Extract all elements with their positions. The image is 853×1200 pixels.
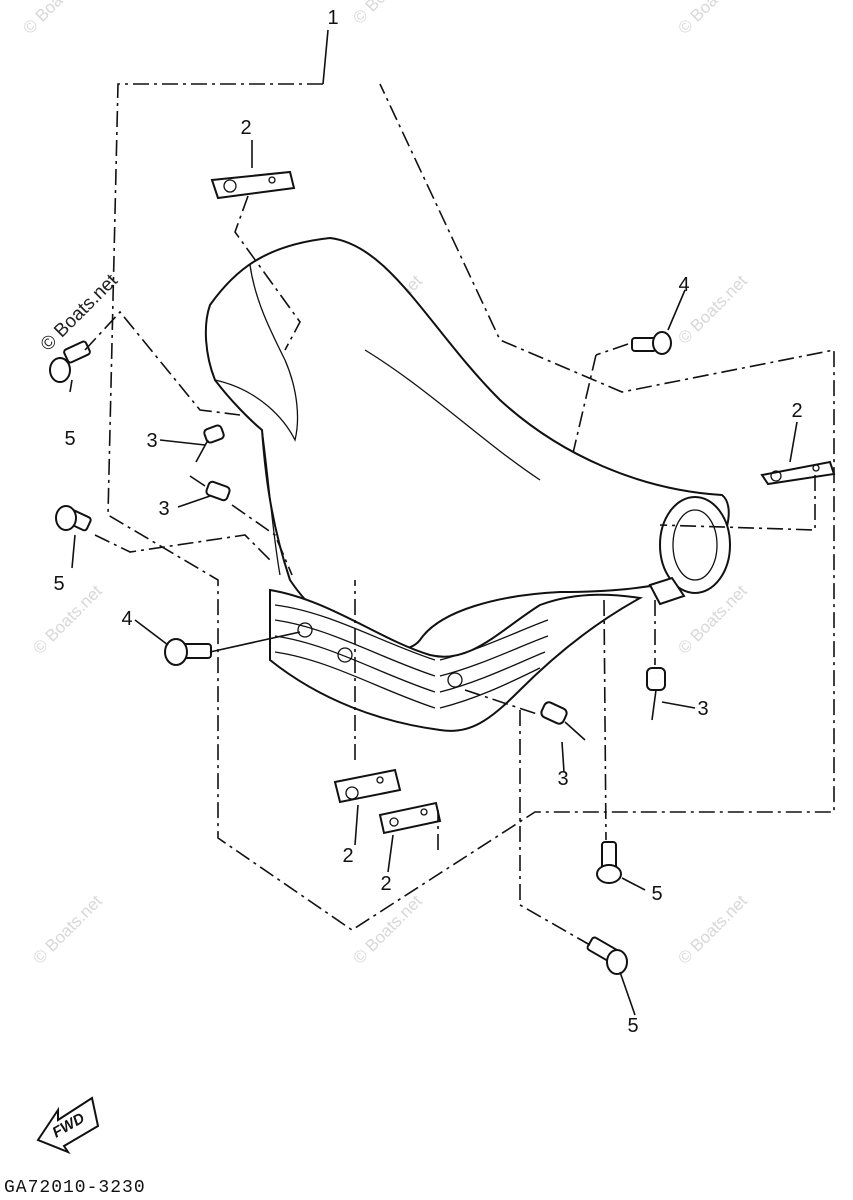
rivet bbox=[646, 667, 666, 721]
front-cowl-part bbox=[269, 588, 644, 732]
bolt bbox=[586, 936, 628, 975]
callout-5: 5 bbox=[627, 1015, 638, 1037]
nut-plate bbox=[378, 801, 442, 835]
top-cover-part bbox=[204, 236, 731, 651]
bolt bbox=[596, 841, 622, 884]
watermark-text: © Boats.net bbox=[674, 0, 751, 38]
rivet bbox=[189, 475, 231, 502]
callout-5: 5 bbox=[651, 883, 662, 905]
watermark-text: © Boats.net bbox=[19, 0, 96, 38]
nut-plate bbox=[333, 768, 402, 804]
watermark-text: © Boats.net bbox=[29, 891, 106, 968]
watermark-text: © Boats.net bbox=[674, 891, 751, 968]
watermark-text: © Boats.net bbox=[29, 581, 106, 658]
callout-3: 3 bbox=[158, 498, 169, 520]
callout-1: 1 bbox=[327, 7, 338, 29]
callout-2: 2 bbox=[342, 845, 353, 867]
callout-3: 3 bbox=[697, 698, 708, 720]
callout-leader bbox=[322, 29, 329, 85]
diagram-code: GA72010-3230 bbox=[4, 1178, 146, 1198]
callout-3: 3 bbox=[557, 768, 568, 790]
screw bbox=[164, 638, 212, 666]
screw bbox=[631, 331, 672, 355]
nut-plate bbox=[760, 460, 836, 486]
callout-2: 2 bbox=[380, 873, 391, 895]
callout-2: 2 bbox=[240, 117, 251, 139]
callout-4: 4 bbox=[121, 608, 132, 630]
bolt bbox=[55, 505, 92, 532]
callout-4: 4 bbox=[678, 274, 689, 296]
watermark-text: © Boats.net bbox=[349, 0, 426, 28]
callout-3: 3 bbox=[146, 430, 157, 452]
callout-labels: 1 2 2 2 2 3 3 3 3 4 4 5 5 5 5 bbox=[53, 7, 802, 1037]
rivet bbox=[195, 424, 225, 463]
nut-plate bbox=[210, 170, 296, 200]
callout-5: 5 bbox=[64, 428, 75, 450]
callout-5: 5 bbox=[53, 573, 64, 595]
fwd-arrow-icon: FWD bbox=[36, 1096, 100, 1155]
leader-lines bbox=[69, 140, 816, 1016]
watermark-text: © Boats.net bbox=[349, 891, 426, 968]
watermark-text: © Boats.net bbox=[674, 581, 751, 658]
callout-2: 2 bbox=[791, 400, 802, 422]
rivet bbox=[540, 701, 586, 741]
